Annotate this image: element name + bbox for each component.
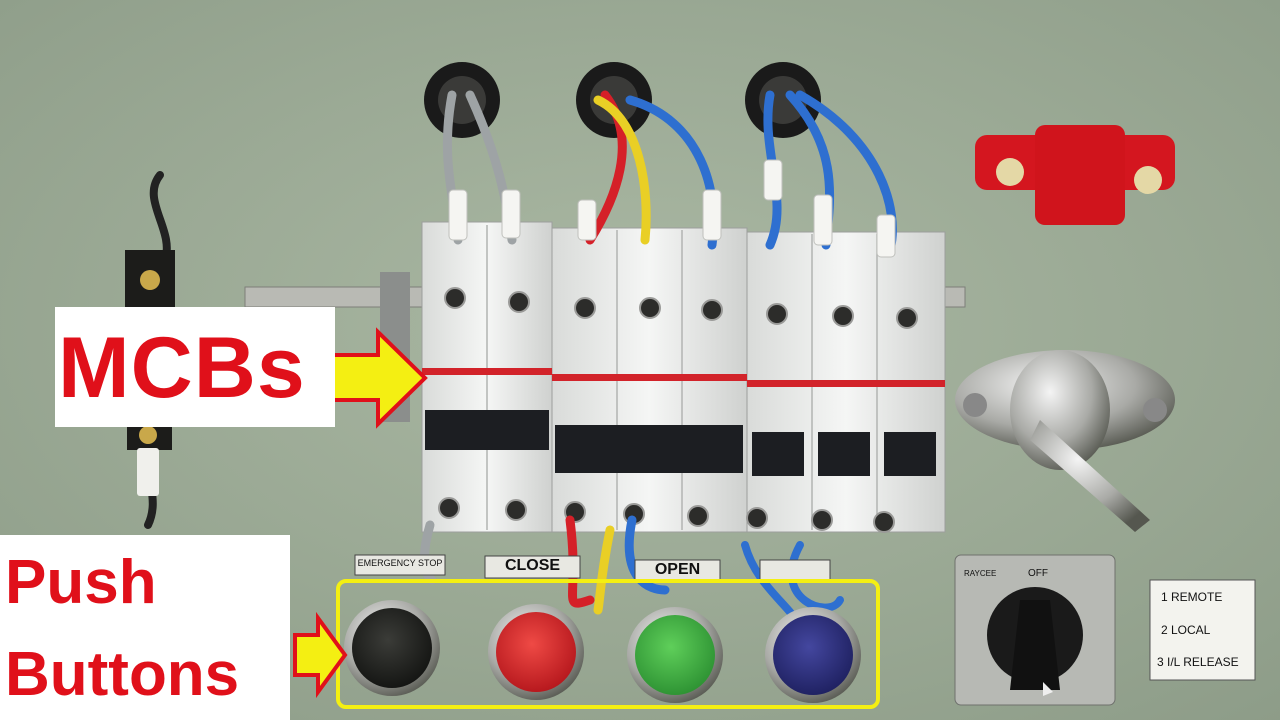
selector-switch-right-label: OFF [1028,568,1048,579]
mcb-arrow [328,327,428,429]
selector-switch [954,554,1116,706]
wire-markers [448,159,896,258]
emergency-stop-plate-label: EMERGENCY STOP [357,558,443,568]
open-plate-label: OPEN [654,561,701,578]
rotary-door-handle [955,350,1175,532]
push-button-arrow [293,611,348,699]
push-buttons-callout-line2: Buttons [5,640,240,709]
left-terminal-block [125,250,175,496]
selector-plate-line2: 2 LOCAL [1161,623,1211,637]
selector-plate-line1: 1 REMOTE [1161,590,1223,604]
mcb-callout-label: MCBs [58,320,306,416]
push-buttons-callout-line1: Push [5,548,157,617]
push-buttons [344,600,861,703]
close-plate-label: CLOSE [504,557,561,574]
mcb-callout-box [55,307,335,427]
button-nameplates [354,554,831,583]
selector-plate [1149,579,1256,681]
mcb-block [421,221,946,533]
push-buttons-callout-box [0,535,290,720]
red-lock-hasp [975,125,1175,225]
selector-switch-left-label: RAYCEE [964,569,997,578]
selector-plate-line3: 3 I/L RELEASE [1157,655,1239,669]
